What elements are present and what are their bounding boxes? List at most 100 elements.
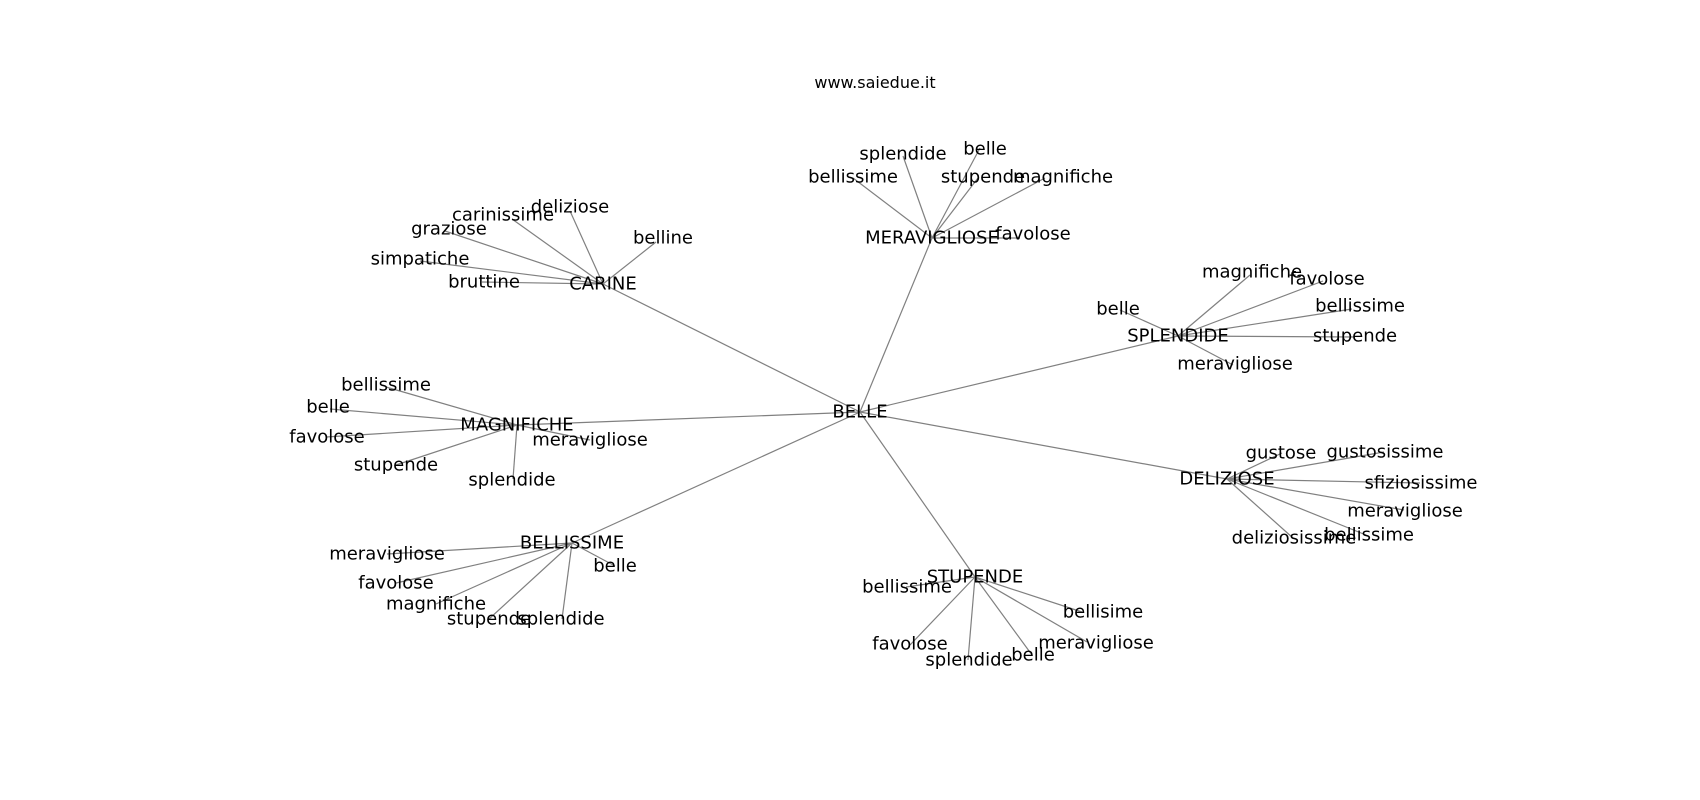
leaf-node-label: magnifiche (386, 594, 486, 615)
edge-branch-leaf (902, 155, 933, 239)
leaf-node-label: splendide (468, 470, 555, 491)
leaf-node-label: bellissime (341, 375, 431, 396)
leaf-node-label: magnifiche (1202, 262, 1302, 283)
leaf-node-label: stupende (941, 167, 1025, 188)
edge-branch-leaf (1177, 335, 1234, 366)
branch-node-label: MERAVIGLIOSE (865, 228, 999, 249)
leaf-node-label: belline (633, 228, 693, 249)
edge-branch-leaf (909, 576, 976, 646)
edge-branch-leaf (1119, 309, 1179, 337)
edge-root-branch (859, 335, 1179, 413)
edge-branch-leaf (1177, 308, 1353, 337)
edge-branch-leaf (385, 386, 518, 426)
leaf-node-label: deliziosissime (1232, 528, 1357, 549)
edge-branch-leaf (329, 408, 518, 426)
leaf-node-label: bruttine (448, 272, 520, 293)
leaf-node-label: sfiziosissime (1365, 473, 1478, 494)
edge-branch-leaf (481, 281, 604, 285)
leaf-node-label: meravigliose (532, 430, 648, 451)
edge-branch-leaf (1226, 452, 1283, 480)
leaf-node-label: stupende (447, 609, 531, 630)
edge-branch-leaf (395, 542, 573, 584)
edge-root-branch (516, 411, 861, 426)
edge-branch-leaf (512, 424, 518, 480)
leaf-node-label: deliziose (531, 197, 609, 218)
edge-branch-leaf (1177, 280, 1324, 337)
leaf-node-label: bellissime (1315, 296, 1405, 317)
edge-branch-leaf (974, 576, 1033, 656)
edge-branch-leaf (419, 260, 604, 285)
leaf-node-label: belle (593, 556, 637, 577)
edge-branch-leaf (395, 424, 518, 466)
leaf-node-label: meravigliose (1038, 633, 1154, 654)
leaf-node-label: belle (306, 397, 350, 418)
branch-node-label: STUPENDE (927, 567, 1024, 588)
edge-branch-leaf (931, 177, 979, 239)
leaf-node-label: bellissime (1324, 525, 1414, 546)
edge-branch-leaf (974, 576, 1083, 613)
edge-branch-leaf (325, 424, 518, 438)
edge-branch-leaf (435, 542, 573, 605)
leaf-node-label: bellissime (808, 167, 898, 188)
leaf-node-label: splendide (859, 144, 946, 165)
leaf-node-label: favolose (995, 224, 1071, 245)
leaf-node-label: favolose (289, 427, 365, 448)
edge-branch-leaf (569, 210, 604, 285)
branch-node-label: CARINE (569, 274, 637, 295)
site-title: www.saiedue.it (814, 73, 935, 92)
edges (325, 147, 1421, 661)
branch-node-label: SPLENDIDE (1127, 326, 1229, 347)
leaf-node-label: belle (1096, 299, 1140, 320)
edge-root-branch (571, 411, 861, 544)
edge-branch-leaf (444, 230, 604, 285)
leaf-node-label: stupende (1313, 326, 1397, 347)
edge-root-branch (859, 237, 933, 413)
leaf-node-label: simpatiche (371, 249, 470, 270)
edge-branch-leaf (488, 542, 573, 620)
branch-node-label: MAGNIFICHE (460, 415, 573, 436)
edge-branch-leaf (1226, 478, 1367, 536)
edge-root-branch (859, 411, 976, 578)
branch-node-label: BELLISSIME (520, 533, 624, 554)
leaf-node-label: meravigliose (1177, 354, 1293, 375)
leaf-node-label: splendide (925, 650, 1012, 671)
edge-branch-leaf (905, 576, 976, 588)
leaf-node-label: bellisime (1063, 602, 1144, 623)
edge-root-branch (859, 411, 1228, 480)
leaf-node-label: bellissime (862, 577, 952, 598)
leaf-node-label: graziose (411, 219, 487, 240)
edge-branch-leaf (974, 576, 1088, 643)
edge-branch-leaf (511, 218, 604, 285)
edge-branch-leaf (1226, 451, 1385, 480)
edge-branch-leaf (967, 576, 976, 661)
branch-node-label: DELIZIOSE (1179, 469, 1274, 490)
edge-branch-leaf (1226, 478, 1421, 484)
edge-branch-leaf (931, 147, 981, 239)
leaf-node-label: stupende (354, 455, 438, 476)
leaf-node-label: meravigliose (329, 544, 445, 565)
edge-branch-leaf (1177, 274, 1251, 337)
edge-branch-leaf (1226, 478, 1294, 539)
leaf-node-label: favolose (872, 634, 948, 655)
leaf-node-label: belle (1011, 645, 1055, 666)
leaf-node-label: favolose (358, 573, 434, 594)
leaf-node-label: meravigliose (1347, 501, 1463, 522)
leaf-node-label: splendide (517, 609, 604, 630)
edge-branch-leaf (602, 241, 657, 285)
edge-branch-leaf (852, 177, 933, 239)
leaf-node-label: carinissime (452, 205, 554, 226)
leaf-node-label: belle (963, 139, 1007, 160)
edge-branch-leaf (1177, 335, 1356, 338)
leaf-node-label: favolose (1289, 269, 1365, 290)
edge-branch-leaf (516, 424, 591, 441)
leaf-node-label: gustose (1246, 443, 1317, 464)
edge-root-branch (602, 283, 861, 413)
edge-branch-leaf (931, 177, 1046, 239)
leaf-node-label: gustosissime (1326, 442, 1443, 463)
edge-branch-leaf (561, 542, 573, 620)
edge-branch-leaf (571, 542, 616, 567)
root-node-label: BELLE (832, 402, 887, 423)
edge-branch-leaf (1226, 478, 1405, 511)
